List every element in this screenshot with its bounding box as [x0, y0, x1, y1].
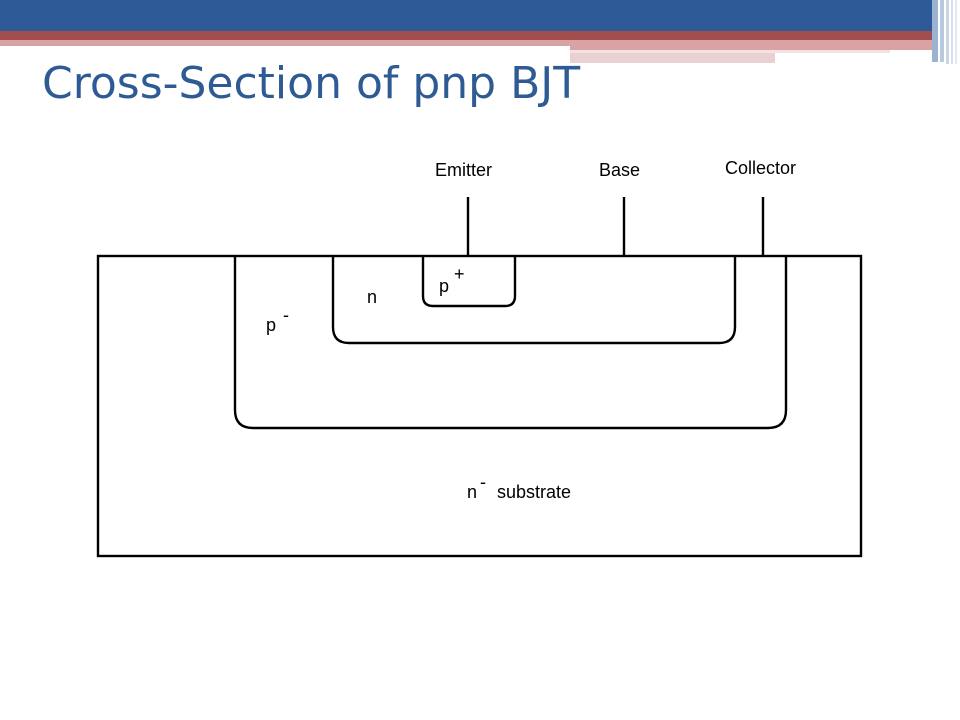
emitter-label: Emitter [435, 160, 492, 180]
header-band-pink-tail [570, 53, 775, 63]
collector-label: Collector [725, 158, 796, 178]
p-minus-sign: - [283, 305, 289, 325]
header-band-pink-step [570, 40, 932, 50]
header-band-white-line [570, 50, 890, 53]
p-minus-letter: p [266, 315, 276, 335]
header-band [0, 0, 957, 64]
n-well-outline [331, 256, 737, 345]
substrate-sign: - [480, 472, 486, 492]
substrate-letter: n [467, 482, 477, 502]
substrate-outline [96, 254, 863, 558]
substrate-name: substrate [497, 482, 571, 502]
header-band-pink [0, 40, 570, 46]
n-well-letter: n [367, 287, 377, 307]
header-band-edge-1 [932, 0, 938, 62]
header-band-edge-4 [951, 0, 953, 64]
p-plus-letter: p [439, 276, 449, 296]
header-band-blue [0, 0, 932, 31]
base-label: Base [599, 160, 640, 180]
p-plus-sign: + [454, 264, 465, 284]
p-plus-region-outline [421, 256, 517, 308]
header-band-edge-3 [946, 0, 949, 64]
header-band-edge-5 [955, 0, 957, 64]
header-band-edge-2 [940, 0, 944, 62]
slide-title: Cross-Section of pnp BJT [42, 58, 581, 109]
p-minus-well-outline [233, 256, 788, 430]
header-band-red [0, 31, 932, 40]
